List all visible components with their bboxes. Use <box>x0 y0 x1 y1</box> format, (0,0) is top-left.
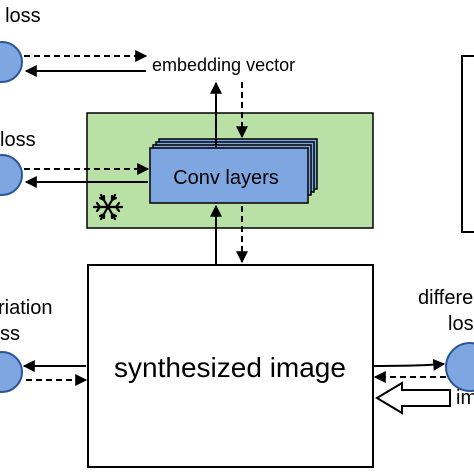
conv-layers-box <box>149 147 309 204</box>
embedding-vector-label: embedding vector <box>152 55 295 75</box>
difference-loss-label-2: los <box>448 313 474 335</box>
synthesized-image-label: synthesized image <box>114 352 346 383</box>
mid-loss-node <box>0 154 23 196</box>
conv-layers-label: Conv layers <box>173 167 279 189</box>
partial-side-box <box>461 55 474 233</box>
difference-loss-node <box>445 342 474 392</box>
variation-loss-label-2: ss <box>0 323 20 345</box>
arrow-image-to-difference-loss <box>372 358 446 371</box>
input-hollow-arrow <box>375 381 451 415</box>
difference-loss-label-1: differe <box>418 287 473 309</box>
snowflake-icon <box>92 193 124 221</box>
variation-loss-node <box>0 351 23 393</box>
synthesized-image-box <box>87 264 374 468</box>
top-loss-node <box>0 41 23 83</box>
variation-loss-label-1: riation <box>0 297 52 319</box>
input-label: im <box>456 387 474 409</box>
mid-loss-label: loss <box>0 129 36 151</box>
top-loss-label: t loss <box>0 5 41 27</box>
